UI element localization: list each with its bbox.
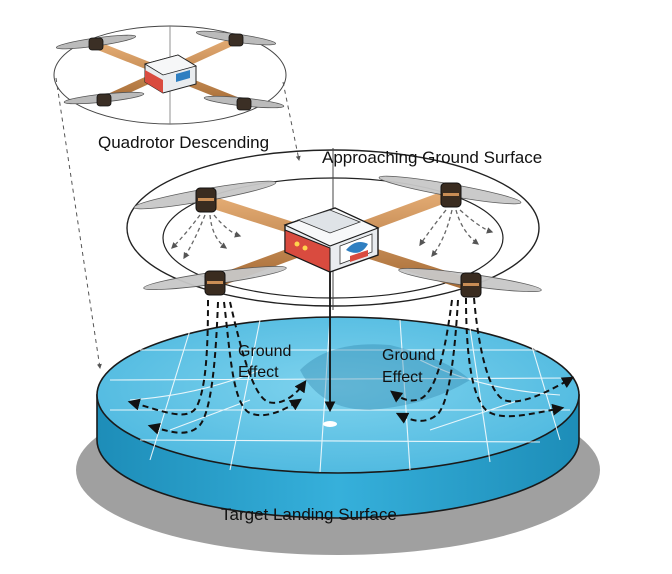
rotor-downwash: [171, 209, 494, 260]
label-ground-effect-right-1: Ground: [382, 347, 435, 364]
guide-line: [282, 81, 301, 161]
large-quadrotor: [126, 148, 542, 413]
guide-line: [55, 77, 102, 369]
label-quadrotor-descending: Quadrotor Descending: [98, 133, 269, 152]
label-ground-effect-right-2: Effect: [382, 369, 423, 386]
surface-grid: [109, 317, 571, 473]
surface-top: [96, 316, 580, 474]
label-approaching-ground: Approaching Ground Surface: [322, 148, 542, 167]
label-target-landing-surface: Target Landing Surface: [221, 505, 397, 524]
landing-surface: [76, 316, 600, 555]
target-point: [323, 421, 337, 427]
label-ground-effect-left-1: Ground: [238, 343, 291, 360]
drone-shadow: [300, 344, 470, 410]
ground-effect-airflow-right: [390, 297, 575, 424]
drone-body: [283, 207, 380, 273]
ground-effect-airflow-left: [127, 299, 307, 435]
label-ground-effect-left-2: Effect: [238, 364, 279, 381]
small-body: [144, 54, 197, 94]
small-quadrotor: [53, 25, 301, 369]
